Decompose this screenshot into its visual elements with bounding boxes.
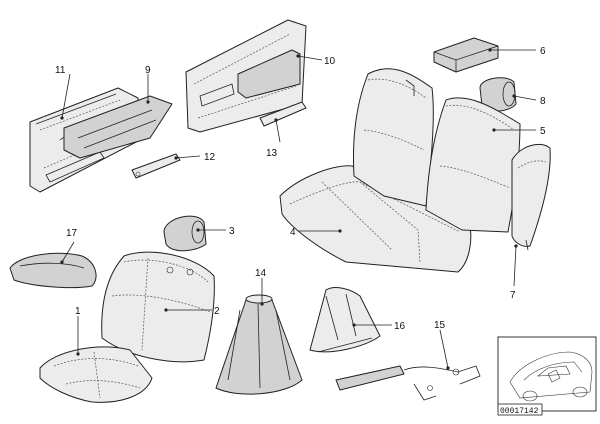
callout-6: 6 [540,46,546,57]
door-armrest [63,95,173,159]
callout-14: 14 [255,268,267,279]
callout-4: 4 [290,227,296,238]
rear-backrest-left [353,68,434,207]
door-handle-trim [131,153,181,179]
console-cover [309,287,381,353]
armrest-cushion [9,252,97,289]
callout-8: 8 [540,96,546,107]
callout-2: 2 [214,306,220,317]
callout-13: 13 [266,148,278,159]
callout-5: 5 [540,126,546,137]
car-inset [497,336,597,412]
callout-10: 10 [324,56,336,67]
leader-lines [61,49,537,369]
seat-rail-assembly [335,365,481,401]
diagram-id-box [497,403,543,416]
rear-bench-cushion [279,165,472,273]
callout-1: 1 [75,306,81,317]
callout-7: 7 [510,290,516,301]
callout-17: 17 [66,228,78,239]
rear-side-trim-panel [185,19,307,133]
rear-trim-strip [259,101,307,127]
callout-16: 16 [394,321,406,332]
front-backrest [101,251,215,363]
rear-backrest-right [425,97,521,233]
storage-cover [433,37,499,73]
rear-side-bolster [511,144,551,251]
diagram-id: 00017142 [500,407,539,416]
front-headrest [163,215,207,252]
callout-12: 12 [204,152,216,163]
callout-11: 11 [55,65,66,76]
front-seat-cushion [39,346,153,403]
shift-boot [215,294,303,395]
callout-3: 3 [229,226,235,237]
callout-15: 15 [434,320,446,331]
callout-9: 9 [145,65,151,76]
leader-dots [60,48,518,370]
